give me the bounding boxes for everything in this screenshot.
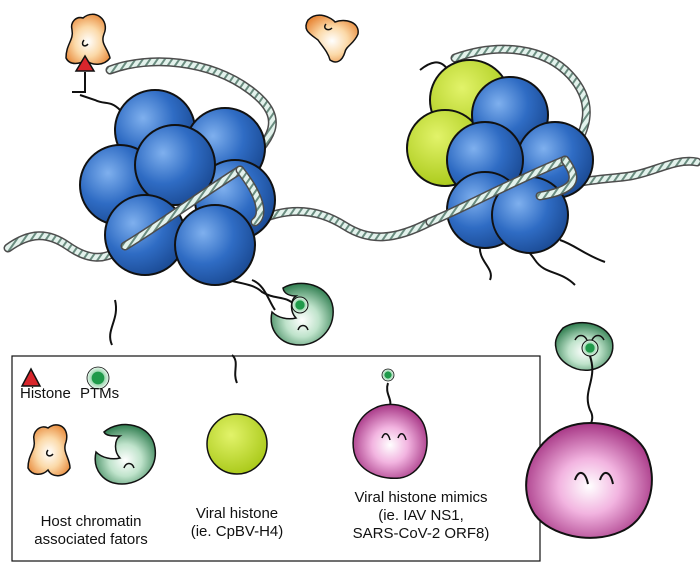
legend-label-host-factors-1: Host chromatin (40, 513, 142, 530)
legend-label-mimic-3: SARS-CoV-2 ORF8) (352, 525, 490, 542)
legend-label-viral-histone-1: Viral histone (195, 505, 279, 522)
legend-label-mimic-1: Viral histone mimics (354, 489, 488, 506)
legend-label-host-factors-2: associated fators (34, 531, 148, 548)
legend-green-reader-icon (94, 423, 156, 485)
legend-viral-mimic-icon (352, 368, 428, 479)
legend-label-viral-histone-2: (ie. CpBV-H4) (190, 523, 284, 540)
histone-tail (478, 244, 492, 281)
legend-label-histone: Histone (20, 385, 71, 402)
histone-tail (559, 239, 606, 263)
histone-tail (79, 94, 121, 111)
legend-label-mimic-2: (ie. IAV NS1, (378, 507, 464, 524)
ptm-green-dot-icon (291, 296, 309, 314)
legend-viral-histone-icon (206, 413, 268, 475)
histone-tail (251, 279, 276, 311)
host-reader-orange-free (305, 14, 359, 63)
legend-ptm-dot-icon (86, 366, 110, 390)
ptm-red-triangle-icon (74, 54, 96, 72)
legend-ptm-triangle-icon (20, 367, 42, 387)
host-reader-orange-bound (65, 13, 111, 93)
ptm-green-dot-icon (581, 339, 599, 357)
viral-mimic-with-reader (525, 321, 653, 539)
dna-strand-front-right (425, 155, 578, 227)
legend-orange-reader-icon (27, 424, 71, 477)
dna-strand-front-left (120, 165, 265, 251)
legend-label-ptms: PTMs (80, 385, 120, 402)
histone-tail (109, 299, 118, 346)
host-reader-green-bound (270, 282, 334, 346)
